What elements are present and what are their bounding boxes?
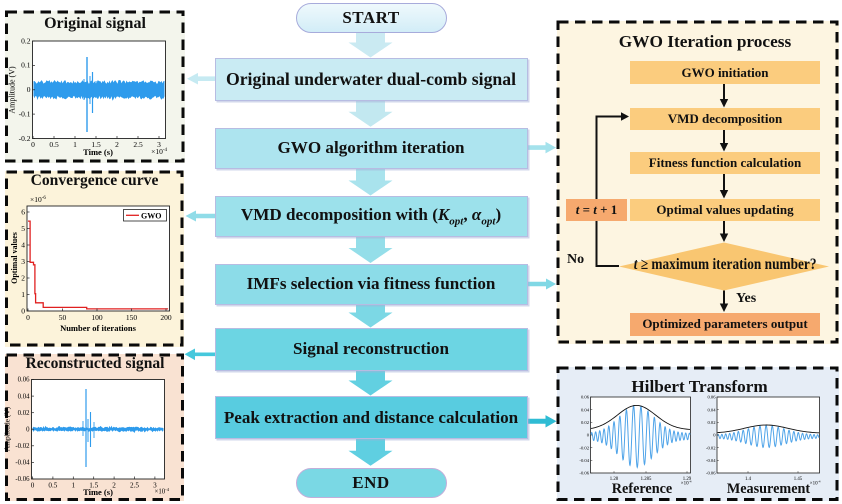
svg-text:0.02: 0.02: [707, 420, 716, 425]
svg-text:0.04: 0.04: [707, 407, 716, 412]
svg-text:-0.02: -0.02: [706, 445, 716, 450]
svg-text:1: 1: [21, 290, 25, 299]
svg-text:0: 0: [713, 433, 716, 438]
svg-text:0.2: 0.2: [21, 36, 31, 45]
svg-text:3: 3: [153, 482, 157, 490]
svg-text:1.5: 1.5: [91, 140, 101, 149]
svg-text:-0.1: -0.1: [19, 109, 31, 118]
svg-text:3: 3: [157, 140, 161, 149]
svg-text:-0.06: -0.06: [706, 471, 716, 476]
svg-text:50: 50: [59, 313, 67, 322]
svg-text:0.04: 0.04: [18, 393, 30, 400]
svg-text:2: 2: [112, 482, 116, 490]
svg-text:0.04: 0.04: [581, 407, 590, 412]
svg-text:Amplitude (V): Amplitude (V): [8, 66, 17, 114]
svg-text:1.285: 1.285: [641, 477, 652, 482]
svg-text:0: 0: [26, 426, 30, 433]
svg-text:0.06: 0.06: [581, 395, 590, 400]
svg-text:5: 5: [21, 224, 25, 233]
svg-text:-0.04: -0.04: [15, 460, 30, 467]
svg-text:0: 0: [31, 482, 35, 490]
svg-text:×10-6: ×10-6: [30, 195, 46, 204]
svg-text:-0.02: -0.02: [15, 443, 30, 450]
svg-text:×10-4: ×10-4: [681, 480, 692, 487]
svg-text:100: 100: [91, 313, 103, 322]
svg-text:6: 6: [21, 208, 25, 217]
svg-text:1: 1: [72, 482, 76, 490]
svg-text:3: 3: [21, 257, 25, 266]
svg-text:0.5: 0.5: [48, 482, 57, 490]
svg-text:0.02: 0.02: [18, 410, 30, 417]
svg-text:-0.2: -0.2: [19, 134, 31, 143]
svg-text:-0.04: -0.04: [579, 458, 589, 463]
svg-text:0.1: 0.1: [21, 61, 31, 70]
svg-text:0: 0: [587, 433, 590, 438]
svg-text:0: 0: [21, 307, 25, 316]
svg-text:-0.02: -0.02: [579, 445, 589, 450]
svg-text:150: 150: [126, 313, 138, 322]
svg-text:-0.06: -0.06: [15, 476, 30, 483]
svg-text:0.06: 0.06: [18, 377, 30, 384]
svg-text:Time (s): Time (s): [83, 147, 113, 157]
svg-text:1.45: 1.45: [794, 477, 803, 482]
svg-text:Optimal values: Optimal values: [10, 232, 19, 284]
svg-text:Amplitude (V): Amplitude (V): [3, 406, 12, 451]
svg-text:1: 1: [73, 140, 77, 149]
svg-text:1.4: 1.4: [745, 477, 752, 482]
svg-text:200: 200: [160, 313, 172, 322]
svg-text:0: 0: [26, 313, 30, 322]
svg-text:1.29: 1.29: [683, 477, 692, 482]
svg-text:1.5: 1.5: [89, 482, 98, 490]
svg-text:2.5: 2.5: [130, 482, 139, 490]
svg-text:1.28: 1.28: [610, 477, 619, 482]
svg-text:×10-4: ×10-4: [810, 480, 821, 487]
svg-text:0: 0: [27, 85, 31, 94]
svg-text:GWO: GWO: [141, 211, 161, 220]
svg-text:4: 4: [21, 241, 25, 250]
svg-text:-0.04: -0.04: [706, 458, 716, 463]
svg-text:0.5: 0.5: [49, 140, 59, 149]
svg-text:×10-4: ×10-4: [155, 487, 170, 496]
svg-text:2.5: 2.5: [133, 140, 143, 149]
svg-text:×10-4: ×10-4: [151, 147, 167, 156]
svg-text:Time (s): Time (s): [83, 487, 113, 497]
svg-text:0: 0: [31, 140, 35, 149]
svg-text:0.02: 0.02: [581, 420, 590, 425]
svg-text:0.06: 0.06: [707, 395, 716, 400]
svg-text:-0.06: -0.06: [579, 471, 589, 476]
svg-text:Number of iterations: Number of iterations: [60, 323, 137, 333]
svg-text:2: 2: [21, 274, 25, 283]
svg-text:2: 2: [115, 140, 119, 149]
